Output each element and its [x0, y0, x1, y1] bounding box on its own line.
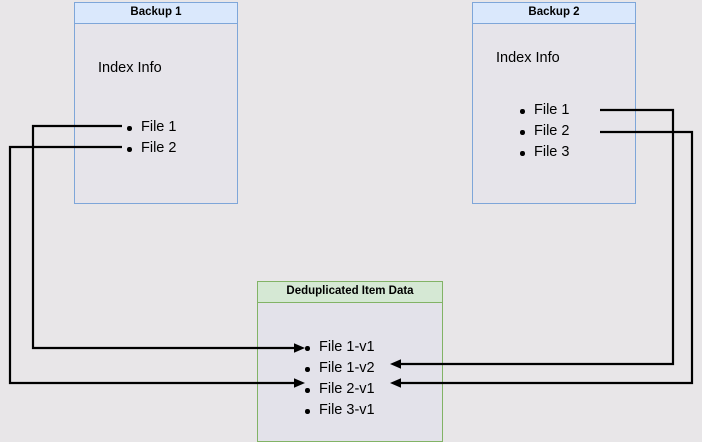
- backup-1-body: [74, 24, 238, 204]
- list-item[interactable]: File 2-v1: [303, 379, 375, 400]
- list-item[interactable]: File 1-v2: [303, 358, 375, 379]
- list-item[interactable]: File 3: [518, 142, 569, 163]
- backup-2-file-list: File 1 File 2 File 3: [518, 100, 569, 163]
- backup-2-box[interactable]: Backup 2 Index Info File 1 File 2 File 3: [472, 2, 636, 204]
- backup-2-index-info-label: Index Info: [496, 50, 560, 66]
- backup-2-header: Backup 2: [472, 2, 636, 24]
- dedup-header: Deduplicated Item Data: [257, 281, 443, 303]
- backup-1-title: Backup 1: [130, 6, 182, 19]
- backup-1-index-info-label: Index Info: [98, 60, 162, 76]
- backup-1-box[interactable]: Backup 1 Index Info File 1 File 2: [74, 2, 238, 204]
- list-item[interactable]: File 3-v1: [303, 400, 375, 421]
- backup-1-header: Backup 1: [74, 2, 238, 24]
- dedup-file-list: File 1-v1 File 1-v2 File 2-v1 File 3-v1: [303, 337, 375, 421]
- list-item[interactable]: File 2: [518, 121, 569, 142]
- dedup-title: Deduplicated Item Data: [286, 285, 414, 298]
- backup-1-file-list: File 1 File 2: [125, 117, 176, 159]
- list-item[interactable]: File 1-v1: [303, 337, 375, 358]
- list-item[interactable]: File 1: [125, 117, 176, 138]
- deduplicated-item-data-box[interactable]: Deduplicated Item Data File 1-v1 File 1-…: [257, 281, 443, 442]
- list-item[interactable]: File 1: [518, 100, 569, 121]
- list-item[interactable]: File 2: [125, 138, 176, 159]
- backup-2-title: Backup 2: [528, 6, 580, 19]
